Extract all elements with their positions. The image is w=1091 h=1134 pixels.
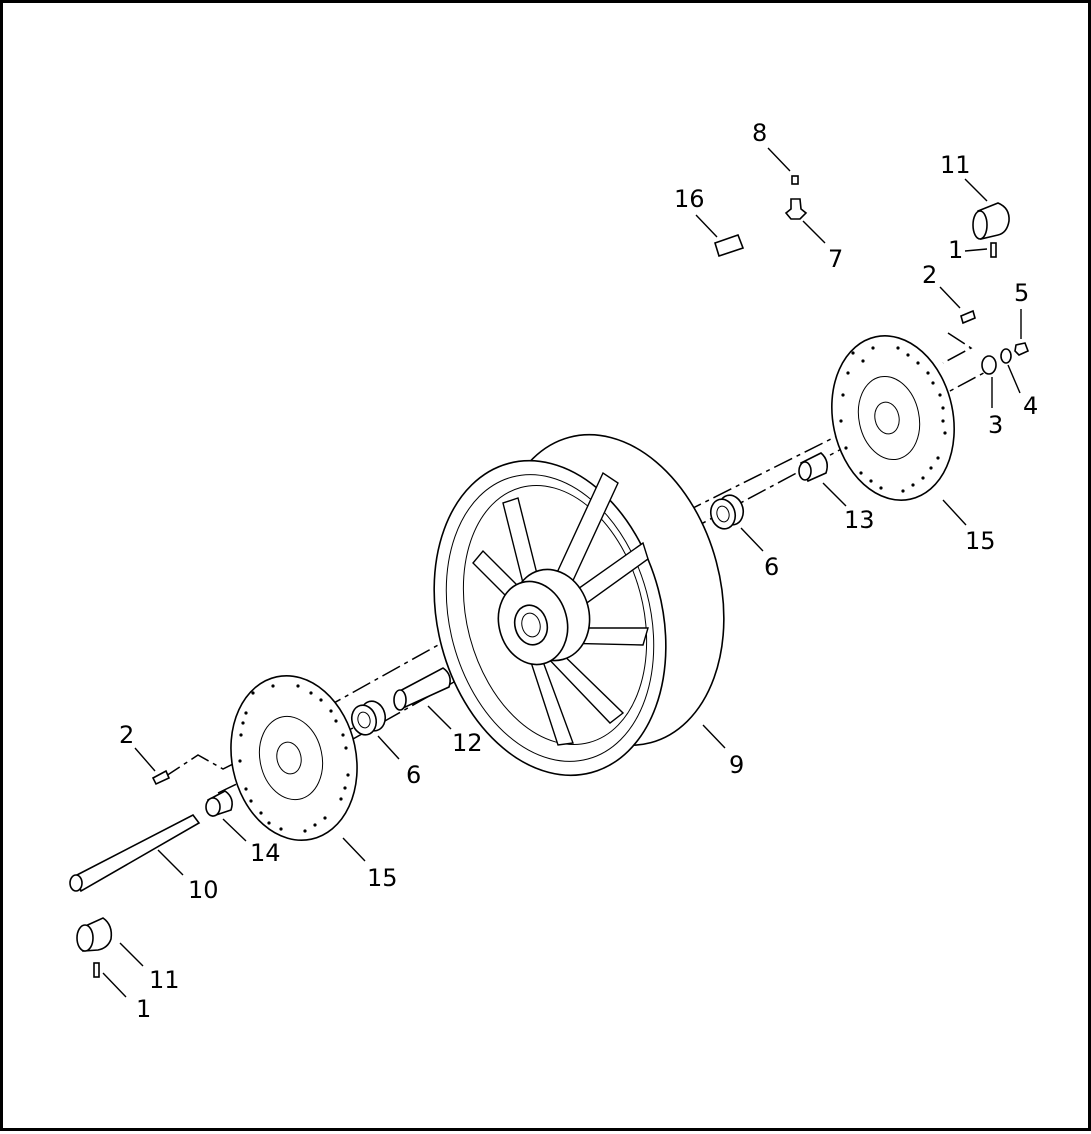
- callout-1-top: 1: [948, 236, 963, 264]
- callout-3: 3: [988, 411, 1003, 439]
- callout-14: 14: [250, 839, 281, 867]
- callout-16: 16: [674, 185, 705, 213]
- callout-10: 10: [188, 876, 219, 904]
- callout-12: 12: [452, 729, 483, 757]
- brake-disc-left: [230, 674, 358, 842]
- callout-15-left: 15: [367, 864, 398, 892]
- callout-15-right: 15: [965, 527, 996, 555]
- callout-labels: 8 11 1 16 7 2 5 3 4 13 15 6 9 12 6 2 14 …: [119, 119, 1038, 1023]
- callout-6-left: 6: [406, 761, 421, 789]
- callout-1-bottom: 1: [136, 995, 151, 1023]
- callout-13: 13: [844, 506, 875, 534]
- callout-6-right: 6: [764, 553, 779, 581]
- callout-2-top: 2: [922, 261, 937, 289]
- callout-5: 5: [1014, 279, 1029, 307]
- exploded-wheel-diagram: 8 11 1 16 7 2 5 3 4 13 15 6 9 12 6 2 14 …: [69, 119, 1038, 1023]
- callout-8: 8: [752, 119, 767, 147]
- callout-7: 7: [828, 245, 843, 273]
- small-parts: [69, 175, 1030, 978]
- callout-2-left: 2: [119, 721, 134, 749]
- callout-4: 4: [1023, 392, 1038, 420]
- callout-11-top: 11: [940, 151, 971, 179]
- leader-lines: [102, 147, 1022, 998]
- callout-11-bottom: 11: [149, 966, 180, 994]
- brake-disc-right: [831, 335, 955, 501]
- cast-wheel: [433, 433, 725, 777]
- callout-9: 9: [729, 751, 744, 779]
